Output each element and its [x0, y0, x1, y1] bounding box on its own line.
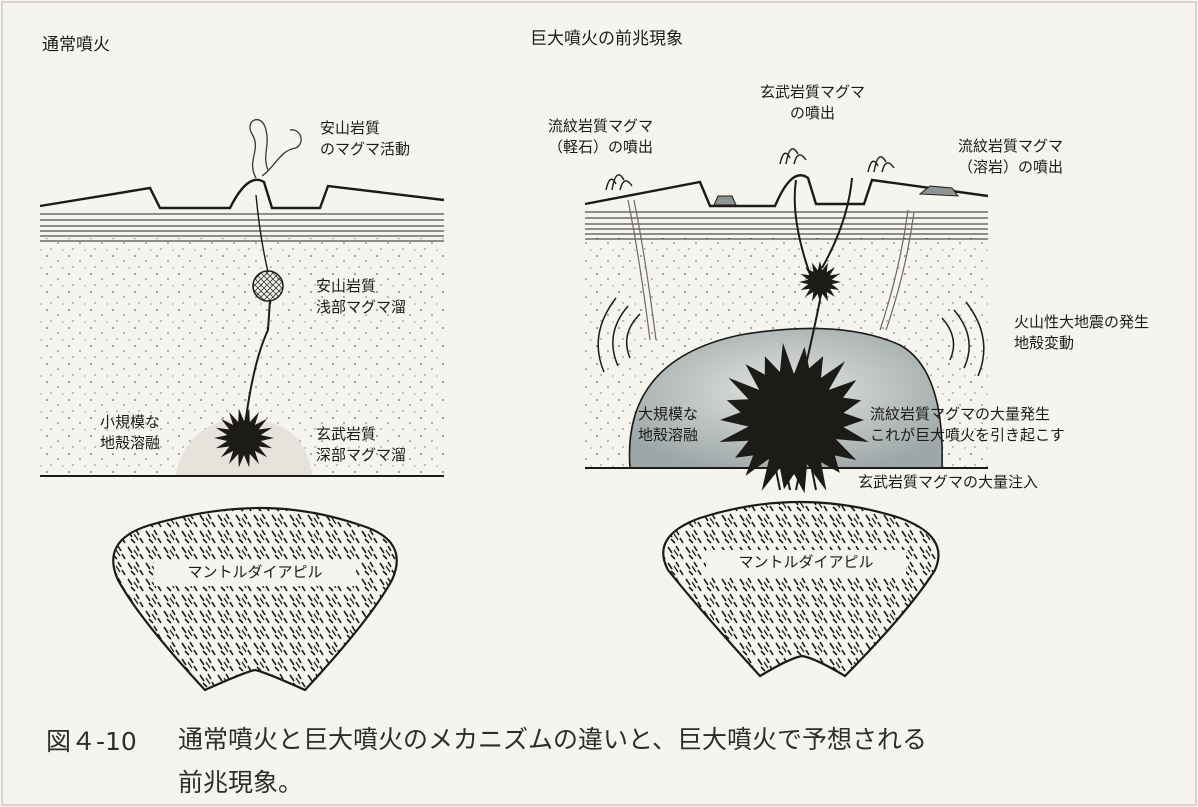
super-eruption-title: 巨大噴火の前兆現象 [530, 28, 683, 50]
mantle-diapir-left [113, 508, 397, 690]
large-crustal-melting-label: 大規模な 地殻溶融 [638, 404, 698, 446]
small-crustal-melting-label: 小規模な 地殻溶融 [100, 412, 160, 454]
basalt-injection-label: 玄武岩質マグマの大量注入 [858, 472, 1038, 493]
shallow-chamber-label: 安山岩質 浅部マグマ溜 [316, 276, 406, 318]
basalt-magma-chamber [799, 261, 841, 303]
figure-caption: 通常噴火と巨大噴火のメカニズムの違いと、巨大噴火で予想される 前兆現象。 [178, 718, 927, 804]
basalt-eruption-label: 玄武岩質マグマ の噴出 [760, 82, 865, 124]
mantle-diapir-label-right: マントルダイアピル [716, 552, 896, 573]
sediment-strata [585, 212, 988, 239]
mantle-diapir-label-left: マントルダイアピル [164, 562, 346, 583]
volcanic-earthquake-label: 火山性大地震の発生 地殻変動 [1014, 312, 1149, 354]
figure-number: 図４-10 [46, 722, 137, 758]
rhyolite-lava-label: 流紋岩質マグマ （溶岩）の噴出 [958, 136, 1063, 178]
mantle-diapir-right [663, 502, 938, 676]
deep-chamber-label: 玄武岩質 深部マグマ溜 [316, 424, 406, 466]
rhyolite-pumice-label: 流紋岩質マグマ （軽石）の噴出 [548, 116, 653, 158]
andesite-activity-label: 安山岩質 のマグマ活動 [320, 118, 410, 160]
ground-surface-profile [40, 180, 444, 208]
eruption-plume [250, 120, 301, 178]
rhyolite-mass-label: 流紋岩質マグマの大量発生 これが巨大噴火を引き起こす [870, 404, 1065, 446]
shallow-magma-chamber [253, 271, 283, 301]
normal-eruption-section [40, 120, 444, 690]
normal-eruption-title: 通常噴火 [42, 34, 110, 56]
sediment-strata [40, 214, 444, 241]
